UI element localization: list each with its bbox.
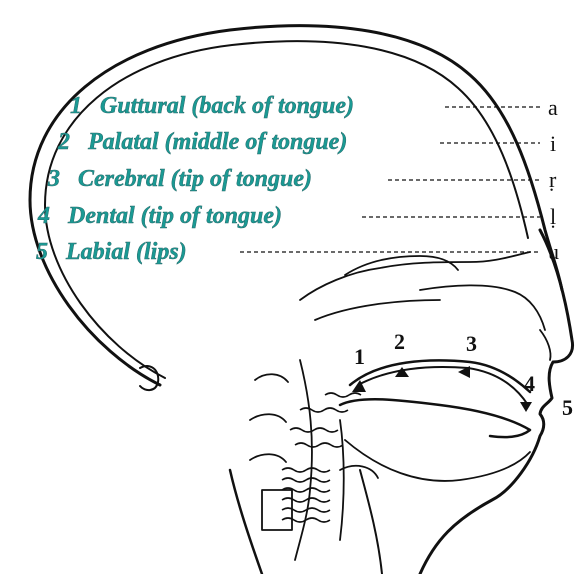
back-of-neck [230,470,262,574]
nostril [540,330,551,360]
label-number: 5 [36,239,48,265]
spine-3 [250,454,286,462]
spine-2 [250,414,286,422]
mouth-marker-2: 2 [394,330,405,354]
pharynx-wall [295,360,312,560]
label-detail: (back of tongue) [191,93,354,119]
mouth-marker-4: 4 [524,372,535,396]
label-number: 4 [38,203,50,229]
label-name: Dental [68,203,135,229]
label-name: Cerebral [78,166,165,192]
spine-1 [255,374,288,382]
tongue-outline [340,399,530,437]
mouth-marker-1: 1 [354,345,365,369]
label-row-1: 1 Guttural (back of tongue) [70,92,354,120]
hyoid-bone [340,466,378,478]
label-detail: (tip of tongue) [141,203,282,229]
label-row-4: 4 Dental (tip of tongue) [38,202,282,230]
mouth-marker-3: 3 [466,332,477,356]
label-row-5: 5 Labial (lips) [36,238,187,266]
lower-jaw [345,440,530,481]
marker-4-arrow [520,402,532,412]
face-profile [420,230,573,574]
pharynx-front [340,420,344,540]
vowel-5: u [548,240,559,264]
vowel-2: i [550,132,556,156]
throat-outline [360,470,382,574]
label-row-2: 2 Palatal (middle of tongue) [58,128,347,156]
label-number: 3 [48,166,60,192]
label-detail: (lips) [136,239,187,265]
vowel-3: ṛ [549,168,556,192]
label-number: 2 [58,129,70,155]
vowel-4: ḷ [550,205,556,229]
mouth-marker-5: 5 [562,396,573,420]
label-name: Labial [66,239,130,265]
nasal-passage [420,285,545,330]
nasal-floor [315,300,440,320]
label-number: 1 [70,93,82,119]
vowel-1: a [548,96,558,120]
vertebra-block [262,490,292,530]
label-name: Palatal [88,129,159,155]
pharynx-texture [282,393,361,522]
label-row-3: 3 Cerebral (tip of tongue) [48,165,312,193]
label-detail: (tip of tongue) [171,166,312,192]
label-name: Guttural [100,93,185,119]
label-detail: (middle of tongue) [165,129,348,155]
skull-base [300,252,530,300]
